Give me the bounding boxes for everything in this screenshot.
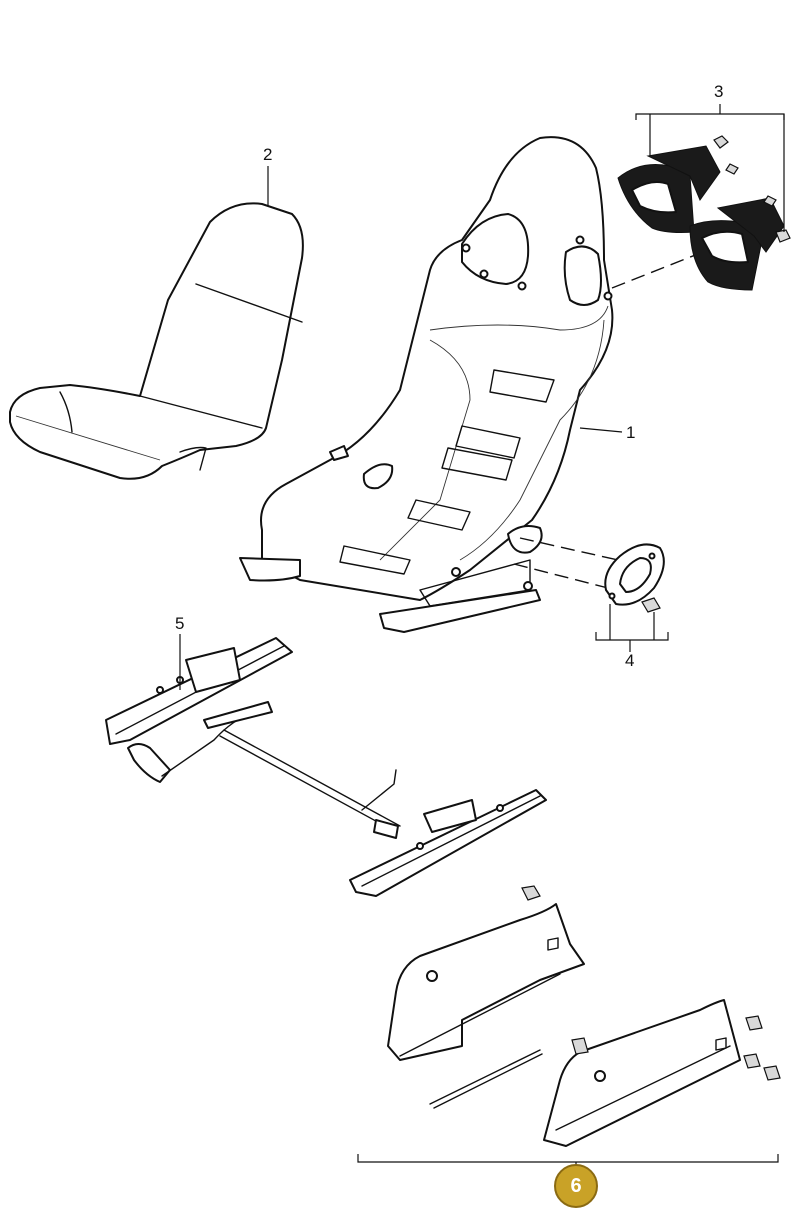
callout-4: 4: [625, 651, 635, 670]
bracket-6: [357, 1154, 779, 1163]
mounting-brackets-part: [387, 885, 781, 1147]
seat-rails-part: [105, 637, 547, 897]
callout-3: 3: [714, 82, 724, 101]
connector-line-4b: [513, 563, 609, 589]
bucket-seat-part: [239, 136, 614, 633]
belt-guide-part: [617, 135, 791, 291]
connector-line-4a: [519, 537, 619, 561]
cover-plate-part: [604, 543, 665, 613]
group-badge: 6: [554, 1164, 598, 1208]
connector-line-3: [611, 249, 709, 289]
group-badge-label: 6: [570, 1174, 582, 1197]
bracket-4: [595, 632, 669, 641]
seat-cover-part: [9, 202, 304, 480]
callout-5: 5: [175, 614, 185, 633]
callout-2: 2: [263, 145, 273, 164]
callout-1: 1: [626, 423, 636, 442]
